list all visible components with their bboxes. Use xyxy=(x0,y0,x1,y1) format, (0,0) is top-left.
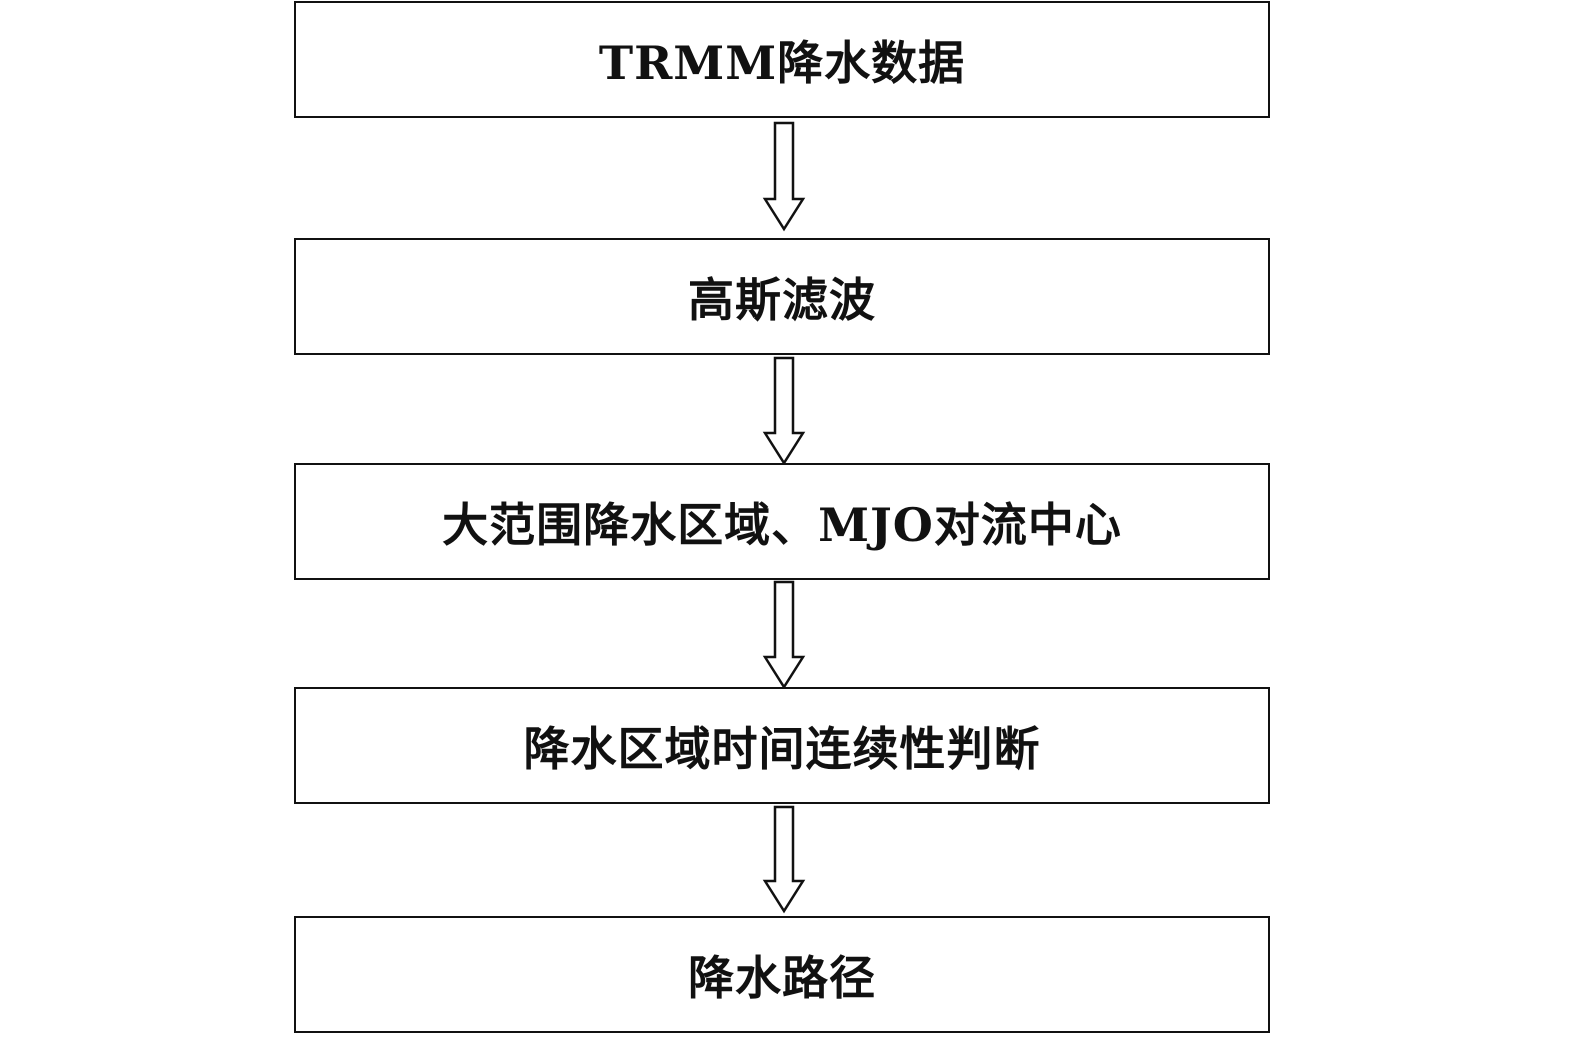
step-label: TRMM降水数据 xyxy=(598,35,966,90)
step-box-gaussian-filter: 高斯滤波 xyxy=(294,238,1270,355)
step-box-precip-path: 降水路径 xyxy=(294,916,1270,1033)
step-label: 高斯滤波 xyxy=(688,272,876,327)
hollow-down-arrow-icon xyxy=(762,121,806,233)
step-box-trmm-data: TRMM降水数据 xyxy=(294,1,1270,118)
step-box-temporal-continuity: 降水区域时间连续性判断 xyxy=(294,687,1270,804)
hollow-down-arrow-icon xyxy=(762,356,806,467)
hollow-down-arrow-icon xyxy=(762,805,806,915)
step-label: 大范围降水区域、MJO对流中心 xyxy=(442,497,1122,552)
step-label: 降水路径 xyxy=(688,950,876,1005)
hollow-down-arrow-icon xyxy=(762,580,806,691)
step-label: 降水区域时间连续性判断 xyxy=(523,721,1041,776)
step-box-precip-region-mjo-center: 大范围降水区域、MJO对流中心 xyxy=(294,463,1270,580)
